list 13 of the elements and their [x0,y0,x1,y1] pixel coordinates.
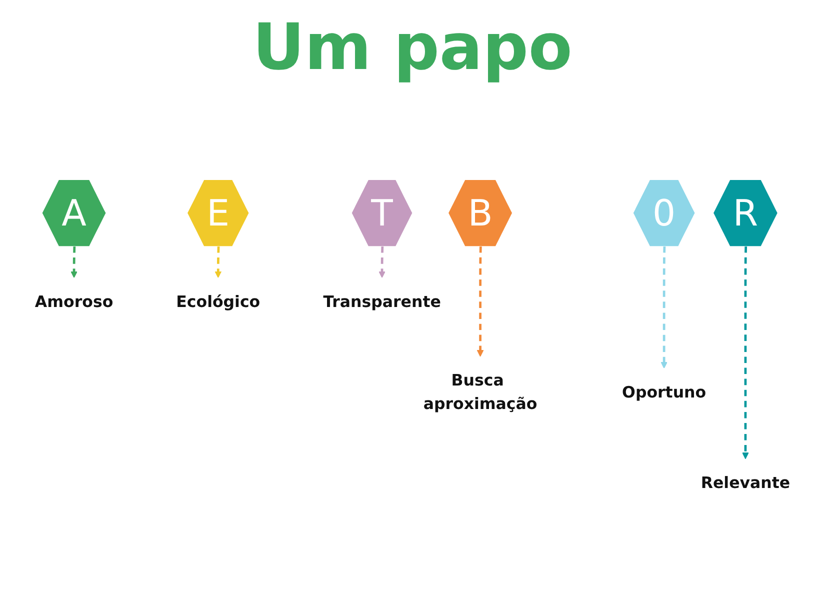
title: Um papo [252,10,574,87]
node-text: Relevante [700,472,790,492]
node-text: Ecológico [176,292,260,311]
node-text: Busca aproximação [423,370,538,414]
arrow [660,246,668,369]
node-text: Oportuno [622,382,706,402]
arrow [742,246,749,460]
arrow [214,246,222,278]
arrow [70,246,78,278]
node-text: Transparente [323,292,441,311]
arrow [476,246,484,357]
arrow [378,246,386,278]
node-text: Amoroso [34,292,114,311]
